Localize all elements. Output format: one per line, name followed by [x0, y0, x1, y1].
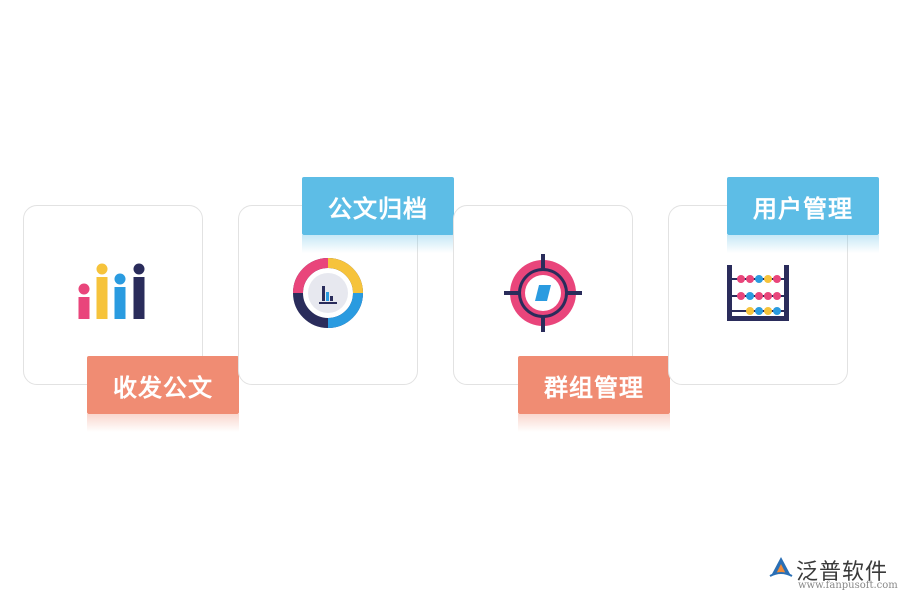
label-group-management[interactable]: 群组管理 [518, 356, 670, 432]
brand-name: 泛普软件 [796, 560, 889, 585]
feature-card-3[interactable] [453, 205, 633, 385]
label-doc-archive[interactable]: 公文归档 [302, 177, 454, 253]
label-user-management[interactable]: 用户管理 [727, 177, 879, 253]
pie-chart-icon [291, 256, 365, 334]
bar-chart-icon [77, 263, 149, 327]
brand-logo-icon [768, 554, 794, 584]
target-icon [502, 252, 584, 338]
abacus-icon [725, 263, 791, 327]
label-send-receive-docs[interactable]: 收发公文 [87, 356, 239, 432]
brand-watermark: 泛普软件 www.fanpusoft.com [768, 552, 898, 596]
brand-url: www.fanpusoft.com [798, 580, 898, 591]
feature-card-1[interactable] [23, 205, 203, 385]
